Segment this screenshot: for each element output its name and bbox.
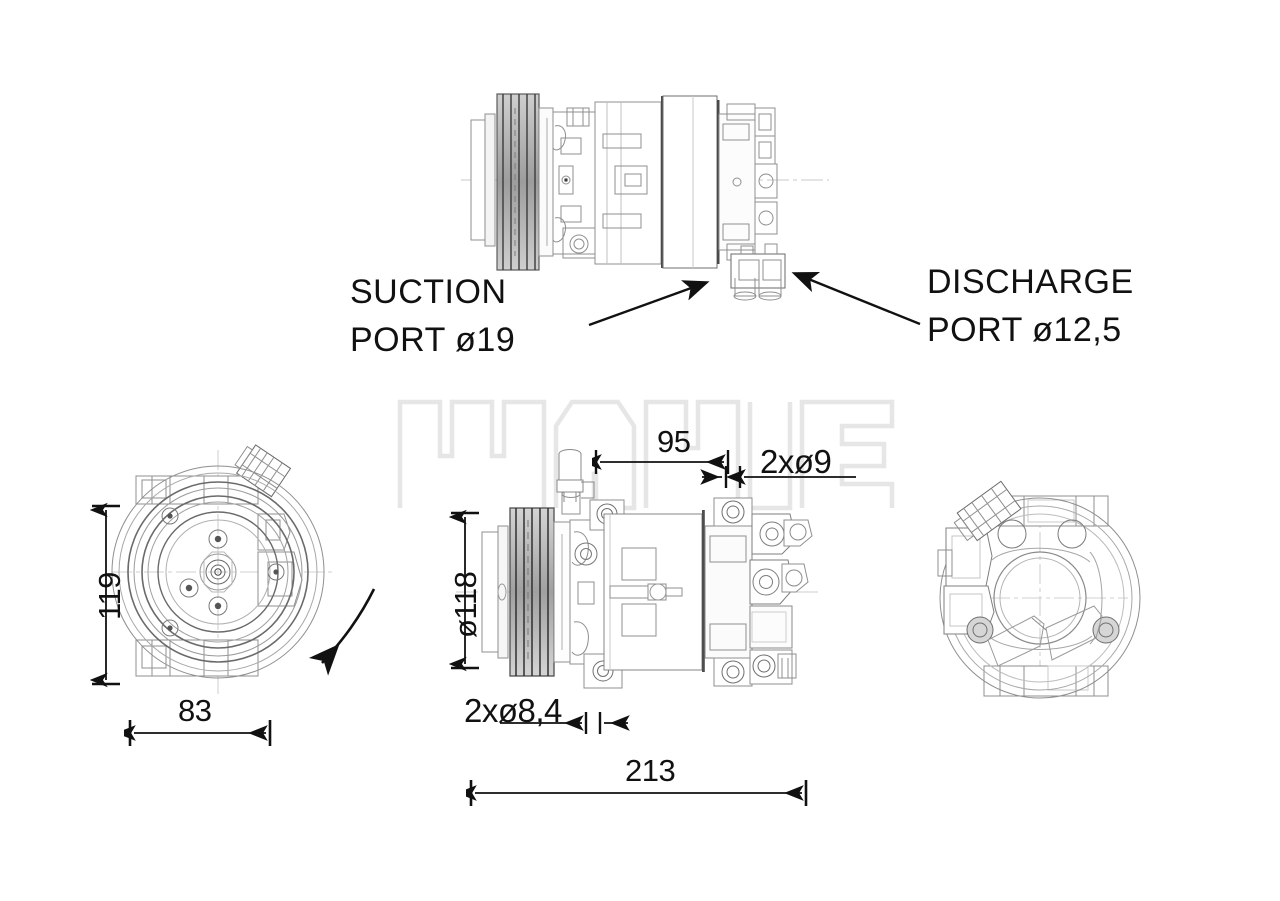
dim-83-line xyxy=(124,720,272,746)
dim-119-line xyxy=(89,502,120,688)
dim-2x9-line xyxy=(700,466,856,488)
dim-2x84-line xyxy=(500,712,630,734)
dim-95-text: 95 xyxy=(657,424,691,459)
dim-2x84-text: 2xø8,4 xyxy=(464,692,562,729)
dim-213-line xyxy=(466,780,808,806)
suction-port-line1: SUCTION xyxy=(350,273,507,311)
discharge-port-callout: DISCHARGE PORT ø12,5 xyxy=(927,258,1134,354)
view-rotation-arrow xyxy=(308,588,376,676)
suction-callout-arrow xyxy=(588,280,710,327)
view-side-compressor xyxy=(456,492,818,689)
dim-213-text: 213 xyxy=(625,753,676,788)
dim-119-text: 119 xyxy=(92,572,127,620)
discharge-port-line1: DISCHARGE xyxy=(927,263,1134,301)
view-front-pulley xyxy=(111,444,334,698)
suction-port-line2: PORT ø19 xyxy=(350,321,516,359)
dim-2x9-text: 2xø9 xyxy=(760,443,832,480)
suction-port-callout: SUCTION PORT ø19 xyxy=(350,268,515,364)
view-rear-housing xyxy=(937,480,1141,699)
discharge-port-line2: PORT ø12,5 xyxy=(927,311,1122,349)
dim-83-text: 83 xyxy=(178,693,212,728)
view-top-compressor xyxy=(461,93,829,301)
discharge-callout-arrow xyxy=(791,272,921,326)
dim-118-text: ø118 xyxy=(448,571,483,638)
dim-118-line xyxy=(448,509,479,672)
oil-plug-stub xyxy=(556,449,595,502)
